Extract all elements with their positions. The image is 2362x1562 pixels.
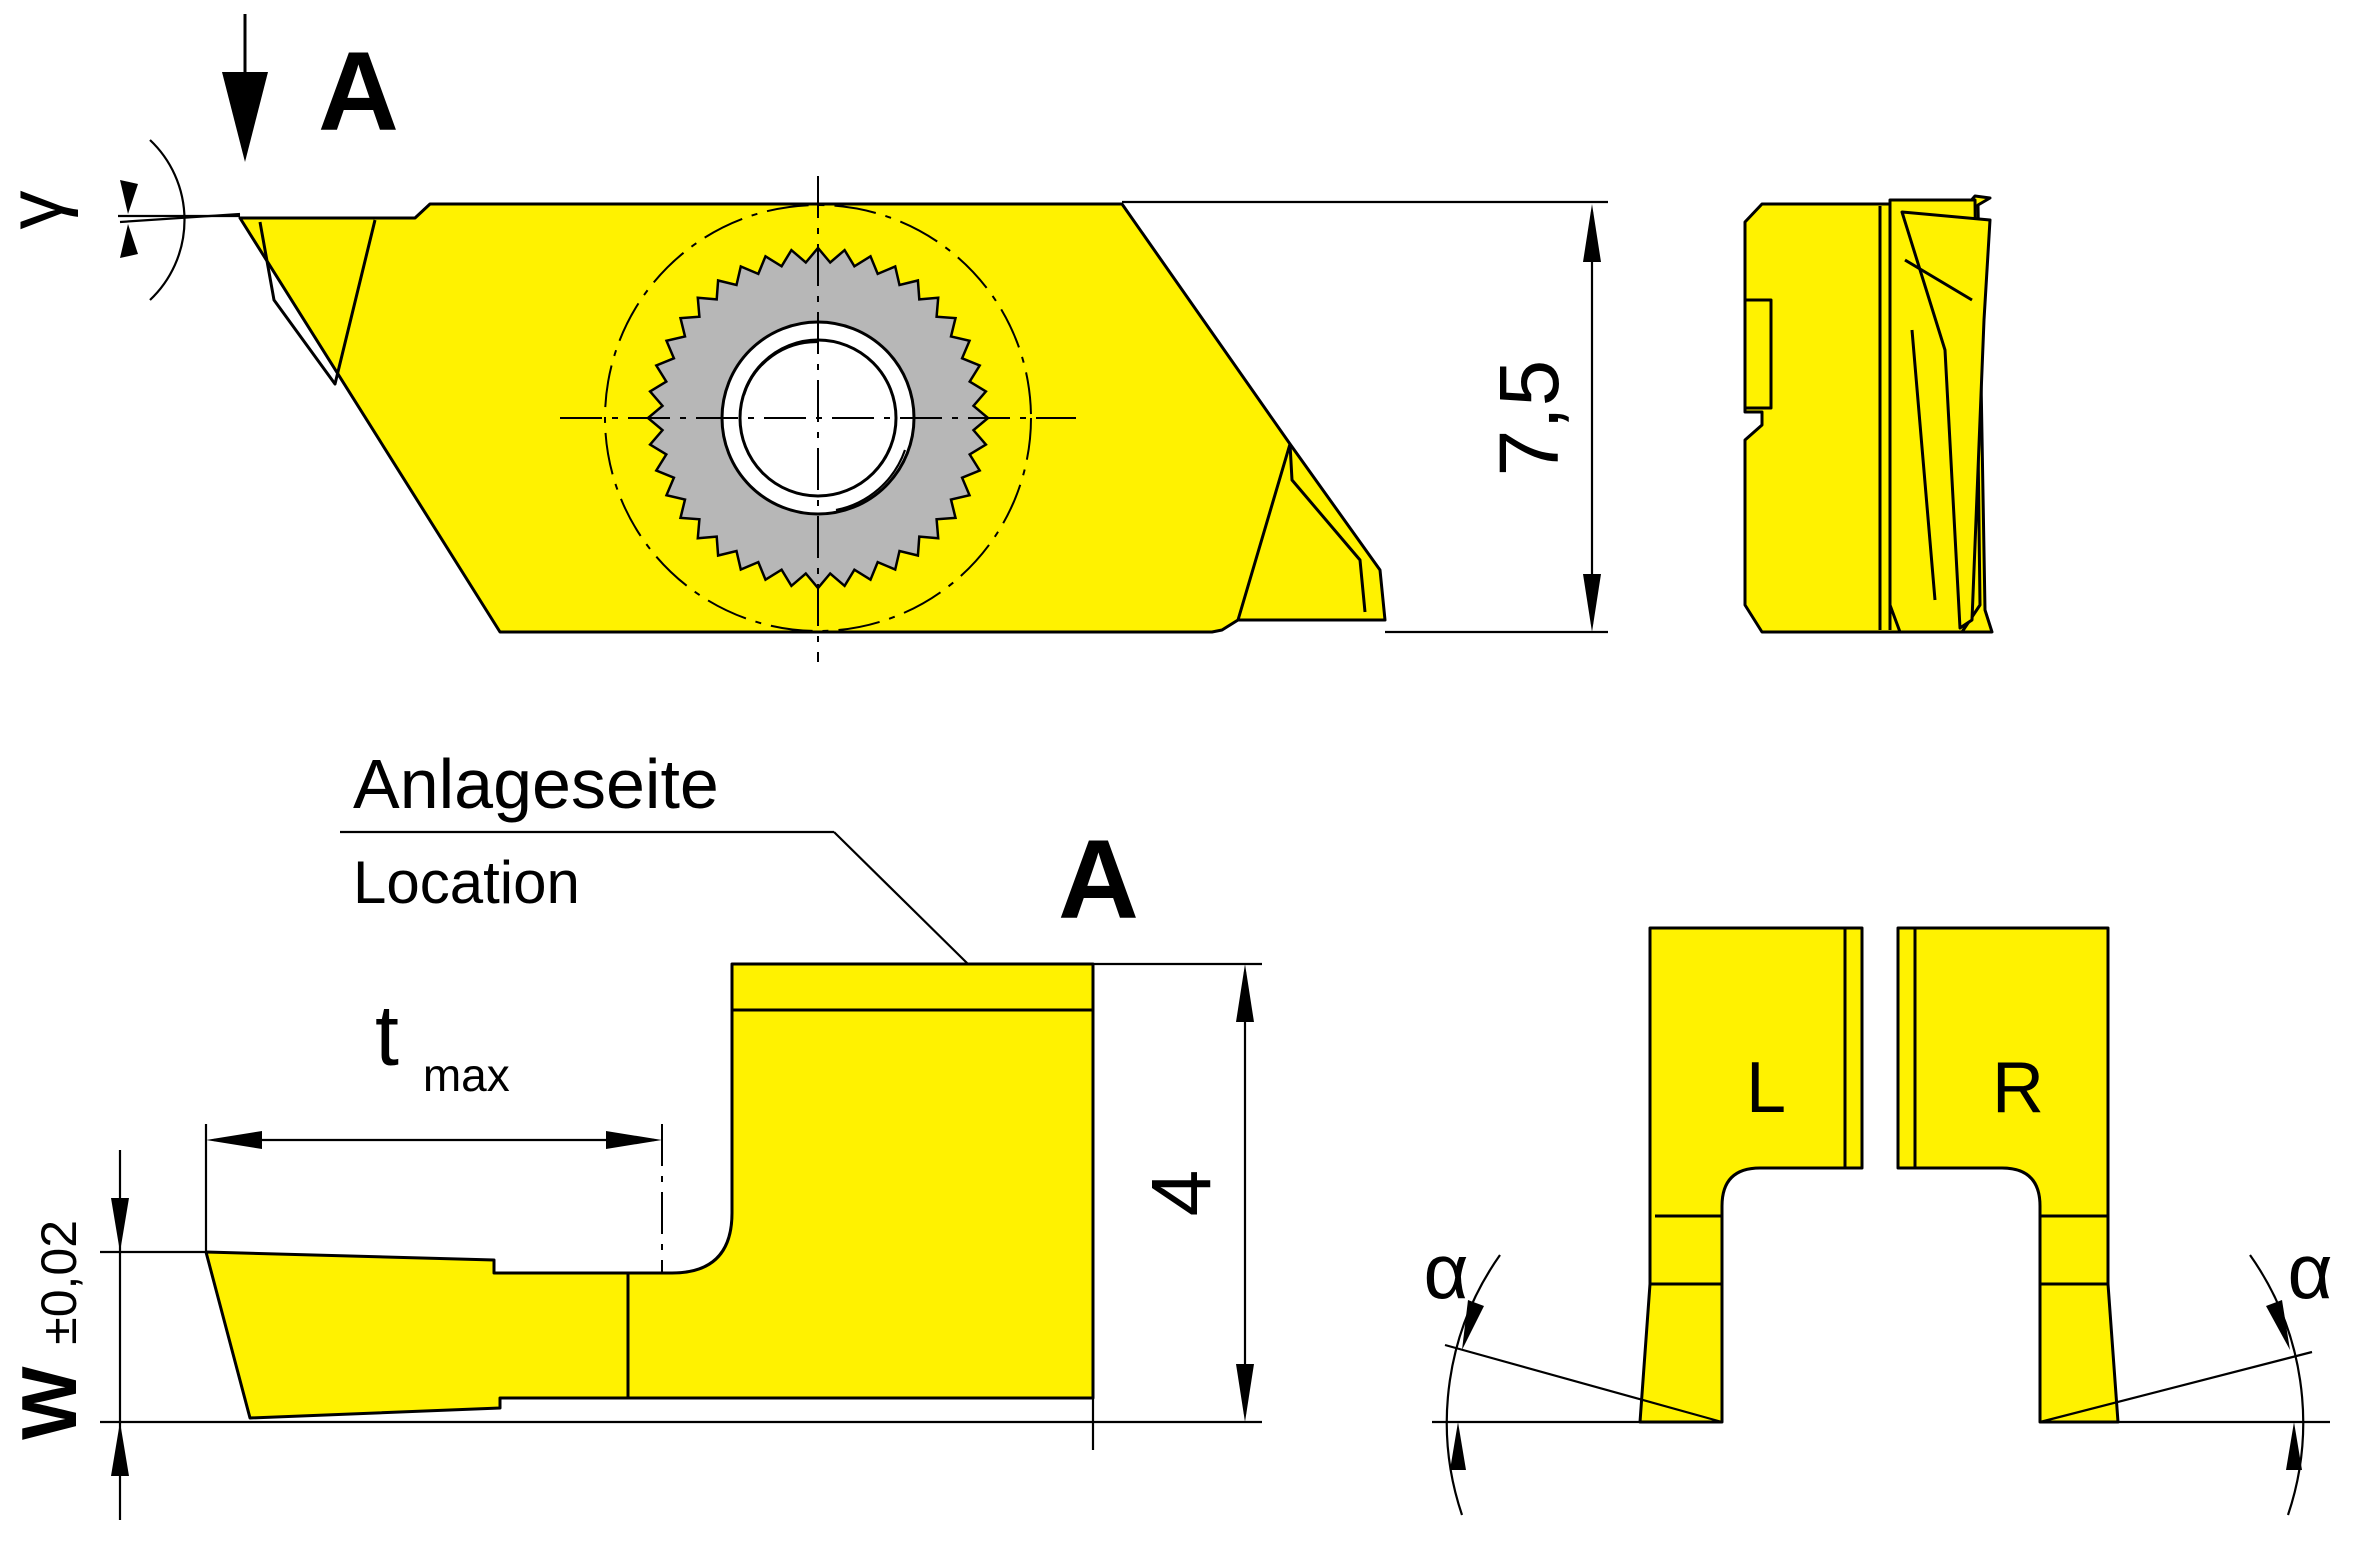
left-alpha-arc — [1445, 1254, 1501, 1516]
right-hand-label: R — [1992, 1048, 2044, 1128]
gamma-arrow-bottom — [120, 224, 138, 258]
left-hand-label: L — [1746, 1048, 1786, 1128]
thickness-dimension-label: 4 — [1134, 1170, 1228, 1217]
location-label-de: Anlageseite — [353, 745, 719, 823]
width-label: W ±0,02 — [5, 1220, 93, 1440]
side-view-notch — [1743, 298, 1773, 410]
right-alpha-arrow-top — [2266, 1300, 2290, 1350]
right-edge-facet — [1236, 443, 1367, 621]
view-marker-bottom: A — [1058, 817, 1139, 942]
height-dimension-label: 7,5 — [1482, 360, 1576, 477]
view-arrow-head — [222, 72, 268, 162]
view-a: Anlageseite Location A t max 4 — [5, 745, 1262, 1520]
view-marker-top: A — [318, 29, 399, 154]
width-arrow-top — [111, 1198, 129, 1252]
clearance-circle — [604, 204, 1032, 632]
gamma-angle-line — [119, 212, 241, 224]
tmax-label: t max — [375, 988, 510, 1101]
left-alpha-arrow-bottom — [1450, 1422, 1466, 1470]
gamma-arrow-top — [120, 180, 138, 214]
left-alpha-symbol: α — [1423, 1227, 1468, 1315]
width-tolerance: ±0,02 — [31, 1220, 87, 1345]
gamma-symbol: γ — [0, 191, 79, 230]
side-view — [1743, 194, 1994, 634]
side-view-edge — [1900, 210, 1992, 630]
left-edge-facet — [258, 219, 377, 386]
right-alpha-arc — [2249, 1254, 2305, 1516]
top-view: 7,5 A γ — [0, 14, 1608, 662]
height-arrow-bottom — [1583, 574, 1601, 632]
left-alpha-arrow-top — [1462, 1300, 1484, 1350]
view-a-body — [204, 962, 1095, 1420]
right-alpha-symbol: α — [2287, 1227, 2332, 1315]
thickness-arrow-bottom — [1236, 1364, 1254, 1422]
gamma-angle-arc — [149, 139, 186, 301]
height-arrow-top — [1583, 204, 1601, 262]
tmax-sub: max — [423, 1049, 510, 1101]
width-main: W — [5, 1366, 93, 1440]
screw-thread-arc — [835, 449, 907, 512]
left-alpha-ray — [1444, 1343, 1723, 1424]
right-alpha-arrow-bottom — [2286, 1422, 2302, 1470]
right-alpha-ray — [2039, 1350, 2313, 1424]
right-hand-body — [1896, 926, 2120, 1424]
tmax-arrow-right — [606, 1131, 662, 1149]
screw-head — [646, 246, 990, 590]
thickness-arrow-top — [1236, 964, 1254, 1022]
side-view-line-3 — [1904, 258, 1973, 601]
screw-thread-arc-2 — [742, 340, 819, 396]
left-hand-body — [1638, 926, 1864, 1424]
hand-view: L R α α — [1423, 926, 2333, 1516]
tmax-arrow-left — [206, 1131, 262, 1149]
location-leader-line — [833, 831, 969, 965]
location-label-en: Location — [353, 849, 580, 916]
width-arrow-bottom — [111, 1422, 129, 1476]
tmax-main: t — [375, 988, 399, 1084]
